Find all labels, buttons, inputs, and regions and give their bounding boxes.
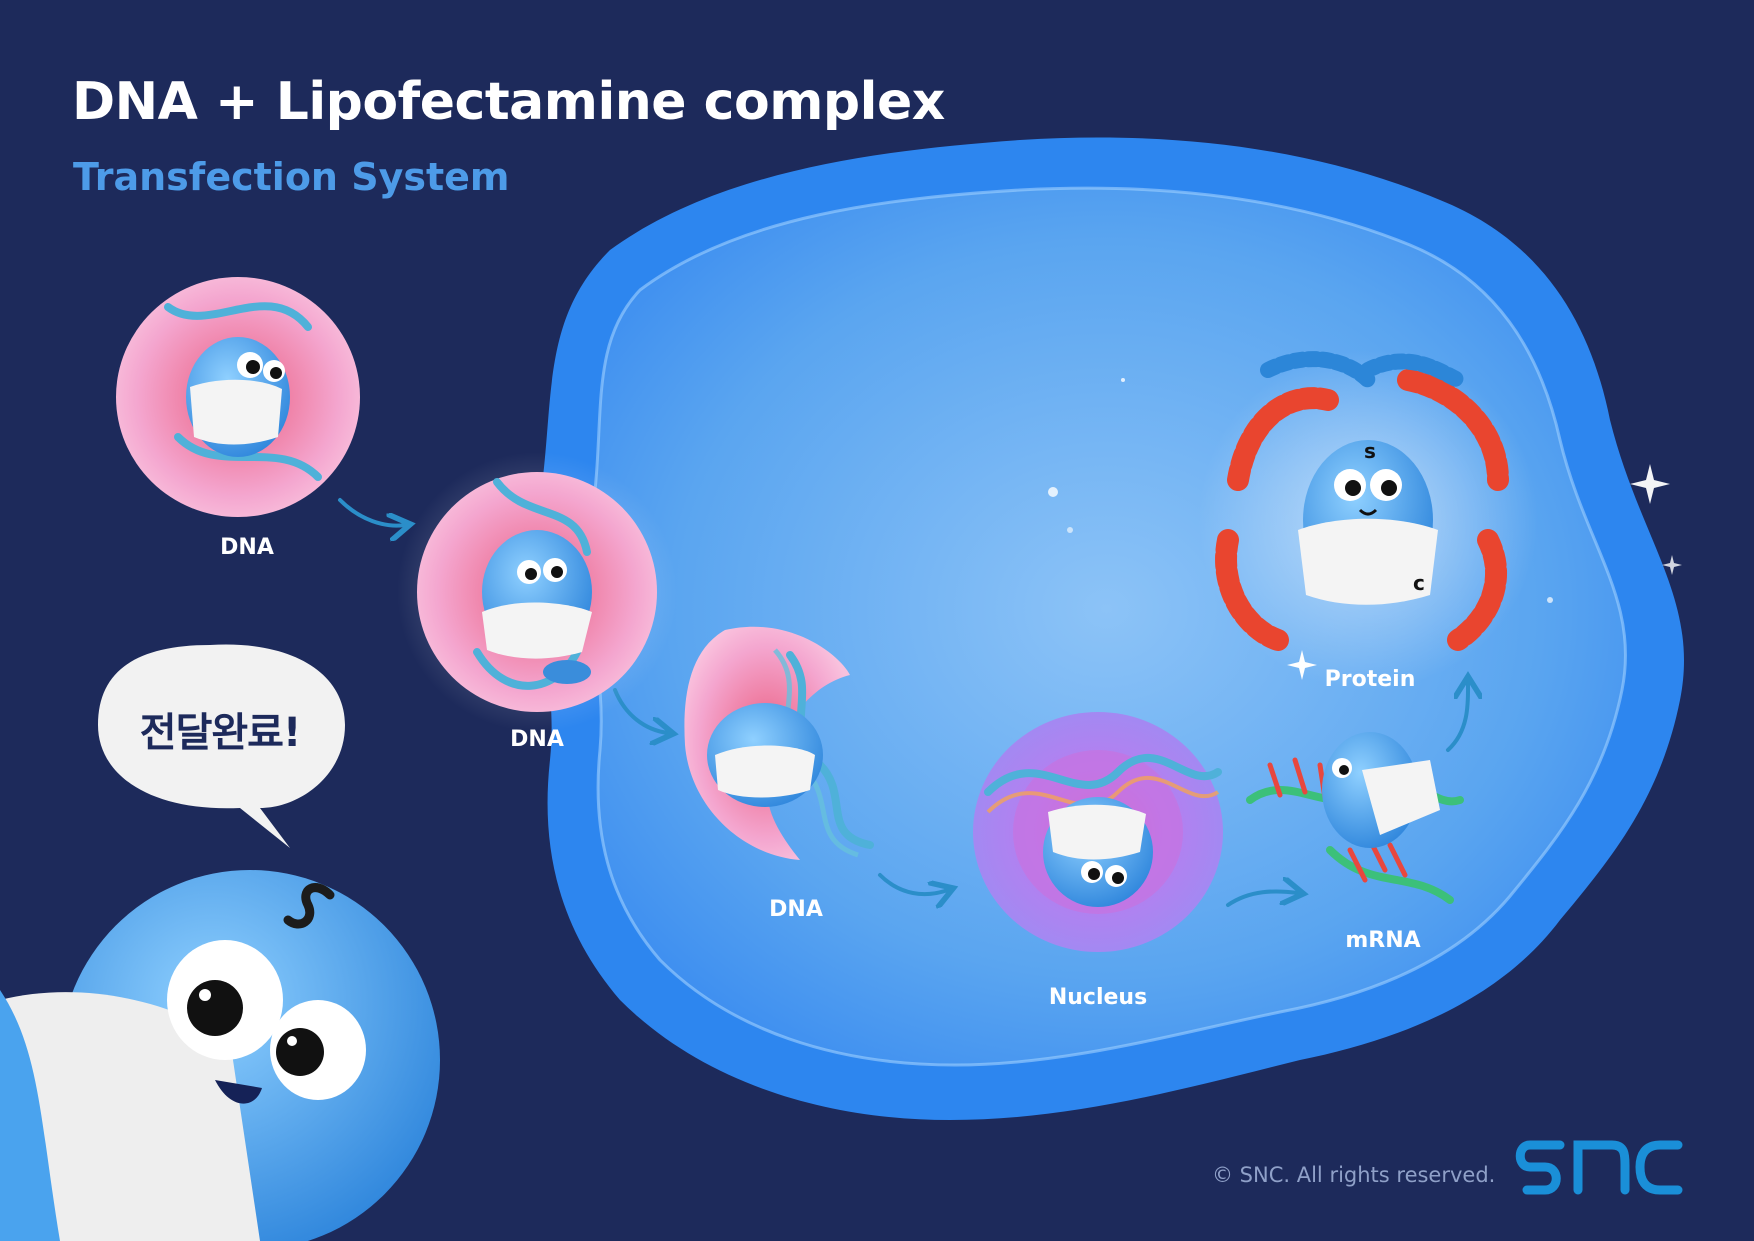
arrow-3 <box>878 873 948 894</box>
speech-bubble <box>98 644 345 848</box>
label-dna-3: DNA <box>769 897 823 922</box>
cell-membrane <box>534 137 1684 1120</box>
mascot-character <box>0 870 440 1241</box>
label-nucleus: Nucleus <box>1048 985 1148 1010</box>
arrow-1 <box>338 498 405 526</box>
speech-bubble-text: 전달완료! <box>139 710 301 756</box>
label-protein: Protein <box>1324 667 1416 692</box>
arrow-5 <box>1446 682 1468 752</box>
arrow-4 <box>1226 891 1298 905</box>
page-subtitle: Transfection System <box>73 155 510 199</box>
page-title: DNA + Lipofectamine complex <box>72 72 945 132</box>
svg-text:c: c <box>1413 571 1425 595</box>
nucleus <box>973 712 1223 952</box>
dna-release <box>684 626 874 860</box>
svg-text:s: s <box>1364 439 1376 463</box>
protein-illustration: c s <box>1198 350 1538 690</box>
label-mrna: mRNA <box>1345 928 1421 953</box>
dna-lipofectamine-complex-2 <box>397 452 677 732</box>
snc-logo <box>1515 1140 1683 1195</box>
dna-lipofectamine-complex-1 <box>116 277 360 517</box>
label-dna-2: DNA <box>510 727 564 752</box>
label-dna-1: DNA <box>220 535 274 560</box>
copyright-text: © SNC. All rights reserved. <box>1212 1163 1496 1187</box>
mrna-illustration <box>1246 732 1464 904</box>
